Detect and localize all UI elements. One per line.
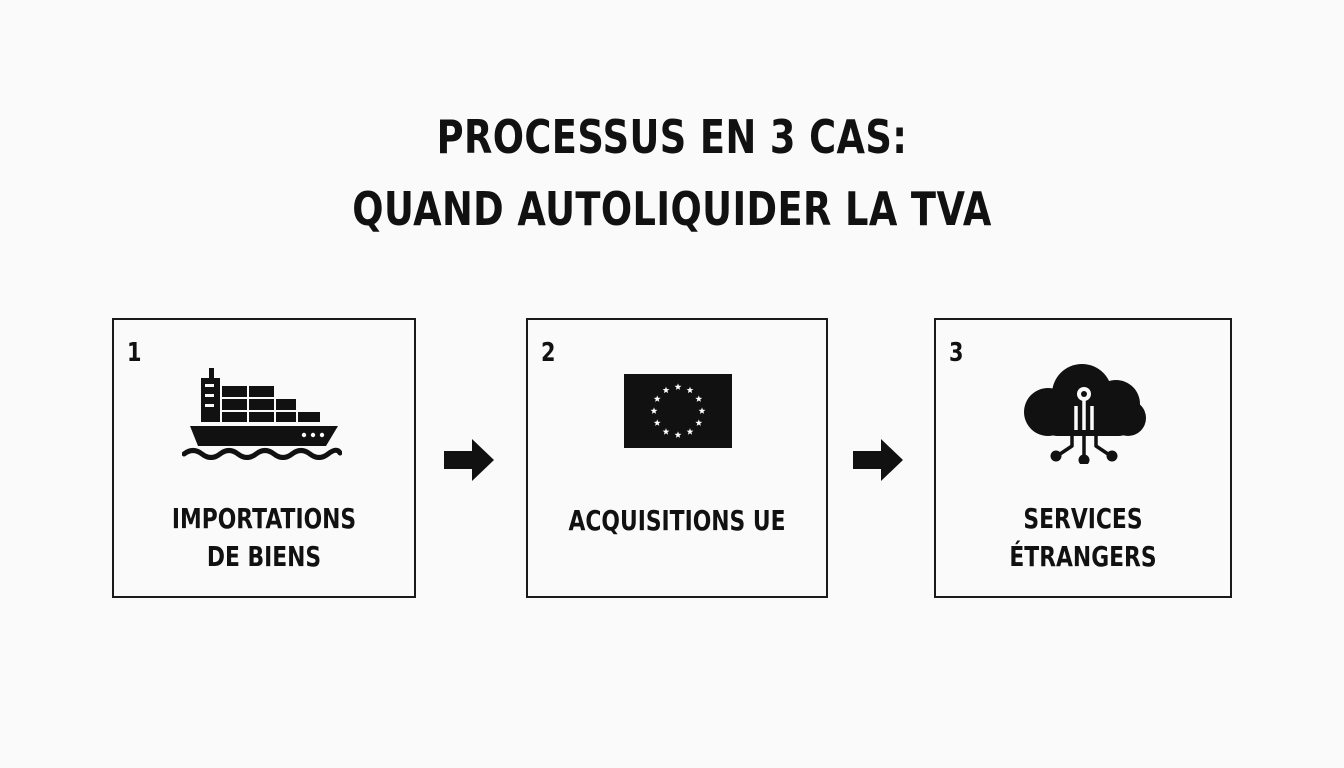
eu-flag-icon xyxy=(624,374,732,448)
step-label-line-1: IMPORTATIONS xyxy=(171,502,357,535)
step-label-line-1: SERVICES xyxy=(1023,502,1143,535)
step-label: ACQUISITIONS UE xyxy=(528,502,826,540)
step-card-acquisitions: 2 ACQUISITIONS UE xyxy=(526,318,828,598)
eu-star-icon xyxy=(662,386,670,394)
step-number: 3 xyxy=(949,338,964,368)
step-label-line-2: DE BIENS xyxy=(206,540,322,573)
eu-star-icon xyxy=(650,407,658,414)
step-label-line-2: ÉTRANGERS xyxy=(1009,540,1157,573)
eu-star-icon xyxy=(695,419,703,426)
cloud-network-icon xyxy=(1024,364,1146,464)
step-label-line-1: ACQUISITIONS UE xyxy=(568,504,786,537)
eu-star-icon xyxy=(686,386,694,394)
eu-star-icon xyxy=(674,383,682,390)
eu-star-icon xyxy=(674,431,682,438)
cargo-ship-icon xyxy=(182,368,342,460)
step-number: 1 xyxy=(127,338,142,368)
step-card-importations: 1 IMPORTAT xyxy=(112,318,416,598)
arrow-right-icon xyxy=(853,439,903,481)
eu-star-icon xyxy=(653,395,661,402)
eu-star-icon xyxy=(662,428,670,435)
step-card-services: 3 SERVICES ÉTRANGERS xyxy=(934,318,1232,598)
title-line-1: PROCESSUS EN 3 CAS: xyxy=(436,110,908,164)
eu-star-icon xyxy=(698,407,706,414)
title-line-2: QUAND AUTOLIQUIDER LA TVA xyxy=(352,182,992,236)
arrow-right-icon xyxy=(444,439,494,481)
eu-star-icon xyxy=(695,395,703,402)
step-label: SERVICES ÉTRANGERS xyxy=(936,500,1230,576)
step-label: IMPORTATIONS DE BIENS xyxy=(114,500,414,576)
step-number: 2 xyxy=(541,338,556,368)
eu-star-icon xyxy=(686,428,694,435)
eu-star-icon xyxy=(653,419,661,426)
